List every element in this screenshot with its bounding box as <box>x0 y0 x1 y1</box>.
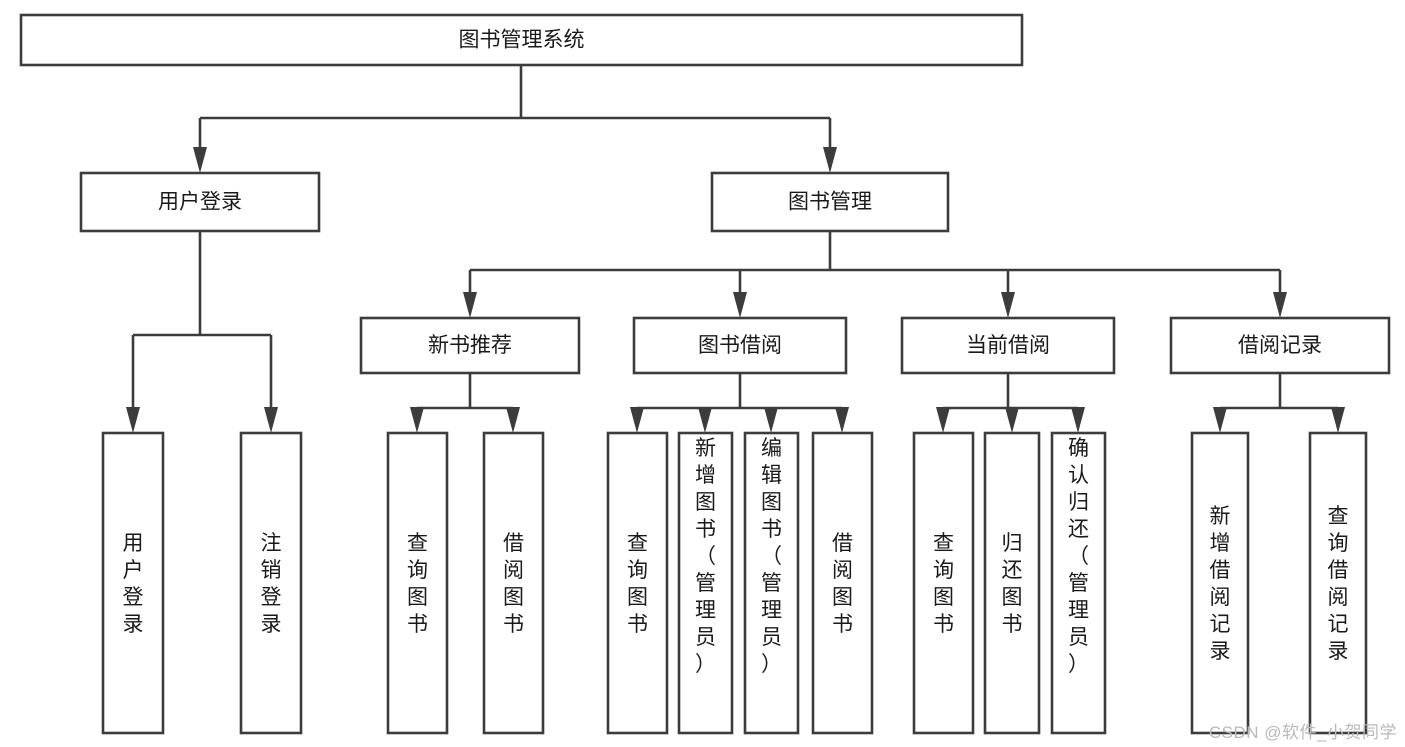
node-leaf-query-book-borrow[interactable]: 查询图书 <box>606 431 669 735</box>
node-box-leaf[interactable] <box>1050 431 1107 735</box>
node-label: 查询图书 <box>933 532 954 636</box>
node-layer: 图书管理系统用户登录图书管理新书推荐图书借阅当前借阅借阅记录用户登录注销登录查询… <box>19 13 1391 735</box>
node-label: 确认归还（管理员） <box>1068 437 1089 676</box>
node-leaf-edit-book-admin[interactable]: 编辑图书（管理员） <box>743 431 800 735</box>
node-label: 借阅记录 <box>1238 334 1322 357</box>
connector-currentborrow-to-leaves <box>936 373 1085 433</box>
node-box-level3[interactable] <box>632 316 848 375</box>
node-label: 新书推荐 <box>428 334 512 357</box>
arrow-head-icon <box>264 407 278 433</box>
node-label: 当前借阅 <box>966 334 1050 357</box>
node-leaf-user-login[interactable]: 用户登录 <box>101 431 165 735</box>
arrow-head-icon <box>733 292 747 318</box>
node-box-leaf[interactable] <box>101 431 165 735</box>
arrow-head-icon <box>1273 292 1287 318</box>
node-label: 新增图书（管理员） <box>695 437 716 676</box>
node-book-manage[interactable]: 图书管理 <box>710 171 950 233</box>
connector-bookmanage-to-level3 <box>463 231 1287 318</box>
node-label: 图书管理系统 <box>459 29 585 52</box>
connector-root-to-level2 <box>193 65 837 173</box>
csdn-watermark: CSDN @软件_小贺同学 <box>1208 723 1397 742</box>
connector-layer <box>126 65 1345 433</box>
node-label: 查询图书 <box>627 532 648 636</box>
node-borrow-record[interactable]: 借阅记录 <box>1169 316 1391 375</box>
node-label: 归还图书 <box>1002 532 1023 636</box>
node-box-level3[interactable] <box>1169 316 1391 375</box>
arrow-head-icon <box>936 407 950 433</box>
arrow-head-icon <box>193 147 207 173</box>
arrow-head-icon <box>823 147 837 173</box>
node-label: 图书管理 <box>788 191 872 214</box>
arrow-head-icon <box>630 407 644 433</box>
arrow-head-icon <box>506 407 520 433</box>
arrow-head-icon <box>764 407 778 433</box>
node-box-leaf[interactable] <box>743 431 800 735</box>
node-leaf-query-book-cur[interactable]: 查询图书 <box>912 431 975 735</box>
node-book-borrow[interactable]: 图书借阅 <box>632 316 848 375</box>
node-leaf-query-book-rec[interactable]: 查询图书 <box>386 431 449 735</box>
node-label: 新增借阅记录 <box>1210 505 1231 663</box>
node-box-level2[interactable] <box>710 171 950 233</box>
node-label: 注销登录 <box>261 532 282 636</box>
node-label: 查询借阅记录 <box>1328 505 1349 663</box>
node-user-login[interactable]: 用户登录 <box>79 171 321 233</box>
arrow-head-icon <box>835 407 849 433</box>
node-label: 用户登录 <box>158 191 242 214</box>
node-box-leaf[interactable] <box>239 431 303 735</box>
node-leaf-query-borrow-record[interactable]: 查询借阅记录 <box>1308 431 1368 735</box>
node-label: 图书借阅 <box>698 334 782 357</box>
node-box-level3[interactable] <box>359 316 581 375</box>
arrow-head-icon <box>1213 407 1227 433</box>
node-current-borrow[interactable]: 当前借阅 <box>900 316 1116 375</box>
node-label: 借阅图书 <box>503 532 524 636</box>
arrow-head-icon <box>126 407 140 433</box>
node-leaf-add-borrow-record[interactable]: 新增借阅记录 <box>1190 431 1250 735</box>
arrow-head-icon <box>463 292 477 318</box>
node-box-leaf[interactable] <box>983 431 1041 735</box>
node-box-root[interactable] <box>19 13 1024 67</box>
node-leaf-user-logout[interactable]: 注销登录 <box>239 431 303 735</box>
node-box-leaf[interactable] <box>482 431 545 735</box>
connector-userlogin-to-leaves <box>126 231 278 433</box>
node-box-leaf[interactable] <box>677 431 734 735</box>
node-box-leaf[interactable] <box>386 431 449 735</box>
node-box-leaf[interactable] <box>1190 431 1250 735</box>
node-leaf-borrow-book[interactable]: 借阅图书 <box>811 431 874 735</box>
node-box-leaf[interactable] <box>912 431 975 735</box>
node-box-level3[interactable] <box>900 316 1116 375</box>
node-box-level2[interactable] <box>79 171 321 233</box>
arrow-head-icon <box>1005 407 1019 433</box>
connector-borrowrecord-to-leaves <box>1213 373 1345 433</box>
arrow-head-icon <box>1331 407 1345 433</box>
node-label: 用户登录 <box>123 532 144 636</box>
node-root[interactable]: 图书管理系统 <box>19 13 1024 67</box>
arrow-head-icon <box>1001 292 1015 318</box>
node-new-book-recommend[interactable]: 新书推荐 <box>359 316 581 375</box>
node-label: 编辑图书（管理员） <box>761 437 782 676</box>
arrow-head-icon <box>698 407 712 433</box>
node-box-leaf[interactable] <box>1308 431 1368 735</box>
node-label: 借阅图书 <box>832 532 853 636</box>
arrow-head-icon <box>1071 407 1085 433</box>
node-box-leaf[interactable] <box>811 431 874 735</box>
arrow-head-icon <box>410 407 424 433</box>
node-leaf-confirm-return-admin[interactable]: 确认归还（管理员） <box>1050 431 1107 735</box>
node-leaf-borrow-book-rec[interactable]: 借阅图书 <box>482 431 545 735</box>
node-box-leaf[interactable] <box>606 431 669 735</box>
node-leaf-add-book-admin[interactable]: 新增图书（管理员） <box>677 431 734 735</box>
connector-newbook-to-leaves <box>410 373 520 433</box>
connector-bookborrow-to-leaves <box>630 373 849 433</box>
node-label: 查询图书 <box>407 532 428 636</box>
node-leaf-return-book[interactable]: 归还图书 <box>983 431 1041 735</box>
